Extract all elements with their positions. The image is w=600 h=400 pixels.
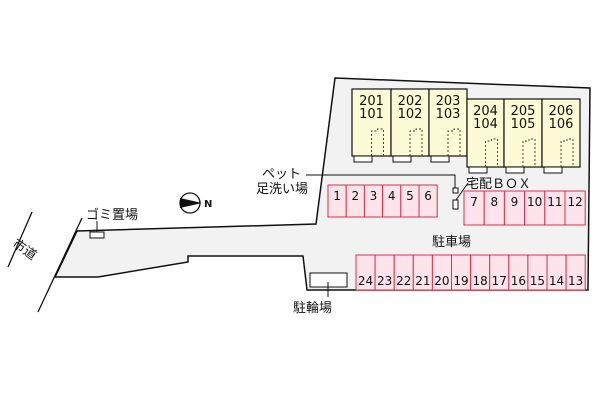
pet-wash-label-1: ペット <box>262 167 301 182</box>
parking-space-22: 22 <box>393 254 414 291</box>
parking-number: 21 <box>415 274 430 288</box>
unit-upper-number: 202 <box>398 94 423 109</box>
road-edge-left <box>7 211 33 268</box>
parking-space-6: 6 <box>418 184 438 218</box>
garbage-label: ゴミ置場 <box>86 207 138 223</box>
stairs <box>485 138 498 167</box>
parking-space-11: 11 <box>544 190 566 226</box>
parking-number: 12 <box>567 195 582 209</box>
stairs <box>447 128 461 156</box>
parking-number: 14 <box>549 274 564 288</box>
parking-space-9: 9 <box>503 190 526 226</box>
stairs <box>522 138 536 167</box>
parking-space-15: 15 <box>527 254 548 291</box>
parking-number: 19 <box>453 274 468 288</box>
parking-number: 10 <box>527 195 542 209</box>
parking-number: 18 <box>473 274 488 288</box>
garbage-area <box>89 231 105 239</box>
unit-lower-number: 103 <box>436 107 461 122</box>
parking-space-1: 1 <box>327 184 347 218</box>
unit-lower-number: 102 <box>398 107 423 122</box>
unit-lower-number: 106 <box>549 117 574 132</box>
parking-number: 9 <box>511 195 519 209</box>
parking-space-17: 17 <box>489 254 510 291</box>
parking-space-23: 23 <box>374 254 395 291</box>
unit-upper-number: 204 <box>473 104 498 119</box>
parking-number: 8 <box>490 195 498 209</box>
svg-text:N: N <box>204 199 212 210</box>
stairs <box>409 128 423 156</box>
porch <box>468 166 488 174</box>
porch <box>353 155 373 163</box>
bicycle-parking-label: 駐輪場 <box>293 300 332 316</box>
parking-space-19: 19 <box>451 254 472 291</box>
parking-number: 1 <box>333 189 341 203</box>
parking-number: 11 <box>547 195 562 209</box>
parking-number: 24 <box>358 274 373 288</box>
parking-number: 4 <box>388 189 396 203</box>
parking-number: 17 <box>492 274 507 288</box>
parking-space-20: 20 <box>431 254 452 291</box>
parking-space-14: 14 <box>546 254 567 291</box>
porch <box>392 155 412 163</box>
delivery-box-label: 宅配ＢＯＸ <box>466 177 531 192</box>
parking-number: 16 <box>511 274 526 288</box>
parking-number: 2 <box>351 189 359 203</box>
stairs <box>560 138 574 167</box>
unit-upper-number: 203 <box>436 94 461 109</box>
north-compass-icon: N <box>179 192 212 214</box>
unit-lower-number: 101 <box>359 107 384 122</box>
parking-number: 15 <box>530 274 545 288</box>
parking-space-10: 10 <box>524 190 546 226</box>
parking-number: 3 <box>370 189 378 203</box>
unit-upper-number: 201 <box>359 94 384 109</box>
parking-space-4: 4 <box>382 184 402 218</box>
parking-space-7: 7 <box>463 190 485 226</box>
parking-number: 7 <box>470 195 478 209</box>
parking-space-5: 5 <box>400 184 420 218</box>
pet-wash-label-2: 足洗い場 <box>256 182 308 197</box>
delivery-box <box>452 199 459 210</box>
city-road-label: 市道 <box>9 236 39 264</box>
parking-space-2: 2 <box>345 184 365 218</box>
parking-space-3: 3 <box>363 184 384 218</box>
parking-space-24: 24 <box>355 254 376 291</box>
unit-upper-number: 205 <box>511 104 536 119</box>
porch <box>543 166 563 174</box>
parking-label: 駐車場 <box>432 235 471 250</box>
parking-space-13: 13 <box>565 254 586 291</box>
unit-lower-number: 105 <box>511 117 536 132</box>
parking-number: 22 <box>396 274 411 288</box>
parking-space-21: 21 <box>412 254 433 291</box>
parking-number: 13 <box>568 274 583 288</box>
parking-space-8: 8 <box>483 190 505 226</box>
parking-space-12: 12 <box>564 190 586 226</box>
parking-number: 23 <box>377 274 392 288</box>
parking-number: 6 <box>424 189 432 203</box>
unit-lower-number: 104 <box>473 117 498 132</box>
porch <box>430 155 450 163</box>
porch <box>505 166 525 174</box>
unit-upper-number: 206 <box>549 104 574 119</box>
parking-number: 20 <box>434 274 449 288</box>
parking-space-16: 16 <box>508 254 529 291</box>
stairs <box>371 128 384 156</box>
pet-wash-area <box>452 187 459 194</box>
parking-number: 5 <box>406 189 414 203</box>
parking-space-18: 18 <box>470 254 491 291</box>
